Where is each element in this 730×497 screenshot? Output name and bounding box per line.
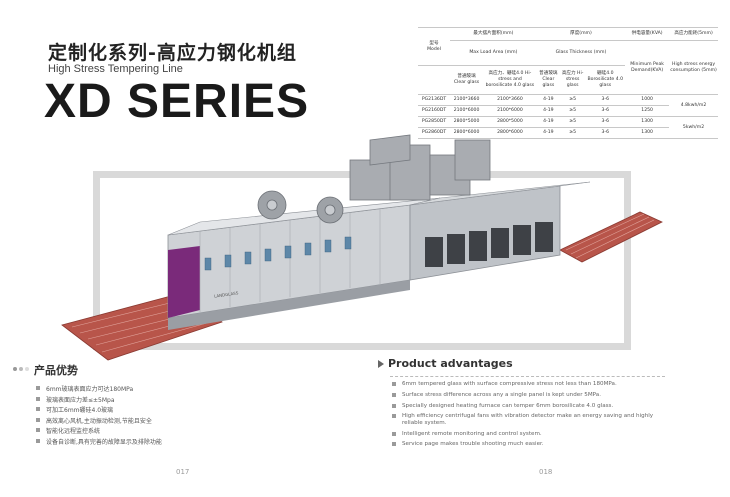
list-item: 可加工6mm硼硅4.0玻璃 [36, 405, 162, 416]
list-item: 设备自诊断,具有完善的故障显示及排除功能 [36, 437, 162, 448]
col-model: 型号 Model [418, 27, 450, 66]
page-title-cn: 定制化系列-高应力钢化机组 [48, 42, 297, 64]
divider [390, 376, 665, 377]
sub-clear: 普通玻璃 Clear glass [450, 65, 484, 95]
table-row: PG2850DT 2800*5000 2800*5000 4-19 ≥5 3-6… [418, 116, 718, 139]
list-item: 玻璃表面应力差≤±5Mpa [36, 395, 162, 406]
list-item: Surface stress difference across any a s… [392, 392, 672, 398]
triangle-icon [378, 360, 384, 368]
col-power-en: Minimum Peak Demand(KVA) [625, 40, 670, 95]
advantages-cn-title: 产品优势 [34, 364, 78, 377]
list-item: Intelligent remote monitoring and contro… [392, 431, 672, 437]
col-energy-en: High stress energy consumption (5mm) [669, 40, 718, 95]
list-item: 高效离心风机,主动振动检测,节能且安全 [36, 416, 162, 427]
page-subtitle-en: High Stress Tempering Line [48, 63, 183, 75]
dots-icon [13, 367, 29, 371]
list-item: 智能化远程监控系统 [36, 426, 162, 437]
sub-boro: 硼硅4.0 Borosilicate 4.0 glass [585, 65, 626, 95]
advantages-en-title: Product advantages [388, 357, 513, 370]
list-item: High efficiency centrifugal fans with vi… [392, 413, 672, 426]
series-title: XD SERIES [44, 75, 310, 128]
advantages-cn-list: 6mm玻璃表面应力可达180MPa 玻璃表面应力差≤±5Mpa 可加工6mm硼硅… [36, 384, 162, 447]
table-row: PG2160DT 2100*6000 2100*6000 4-19 ≥5 3-6… [418, 105, 718, 117]
sub-hi2: 高应力 Hi-stress glass [559, 65, 586, 95]
col-thick-en: Glass Thickness (mm) [536, 40, 626, 66]
list-item: Specially designed heating furnace can t… [392, 403, 672, 409]
page-number-right: 018 [539, 468, 553, 476]
list-item: Service page makes trouble shooting much… [392, 441, 672, 447]
table-row: PG2860DT 2800*6000 2800*6000 4-19 ≥5 3-6… [418, 127, 718, 139]
list-item: 6mm tempered glass with surface compress… [392, 381, 672, 387]
page-number-left: 017 [176, 468, 190, 476]
list-item: 6mm玻璃表面应力可达180MPa [36, 384, 162, 395]
advantages-en-list: 6mm tempered glass with surface compress… [392, 381, 672, 452]
spec-table: 型号 Model 最大摆片面积(mm) 厚度(mm) 供电容量(KVA) 高应力… [418, 27, 718, 139]
